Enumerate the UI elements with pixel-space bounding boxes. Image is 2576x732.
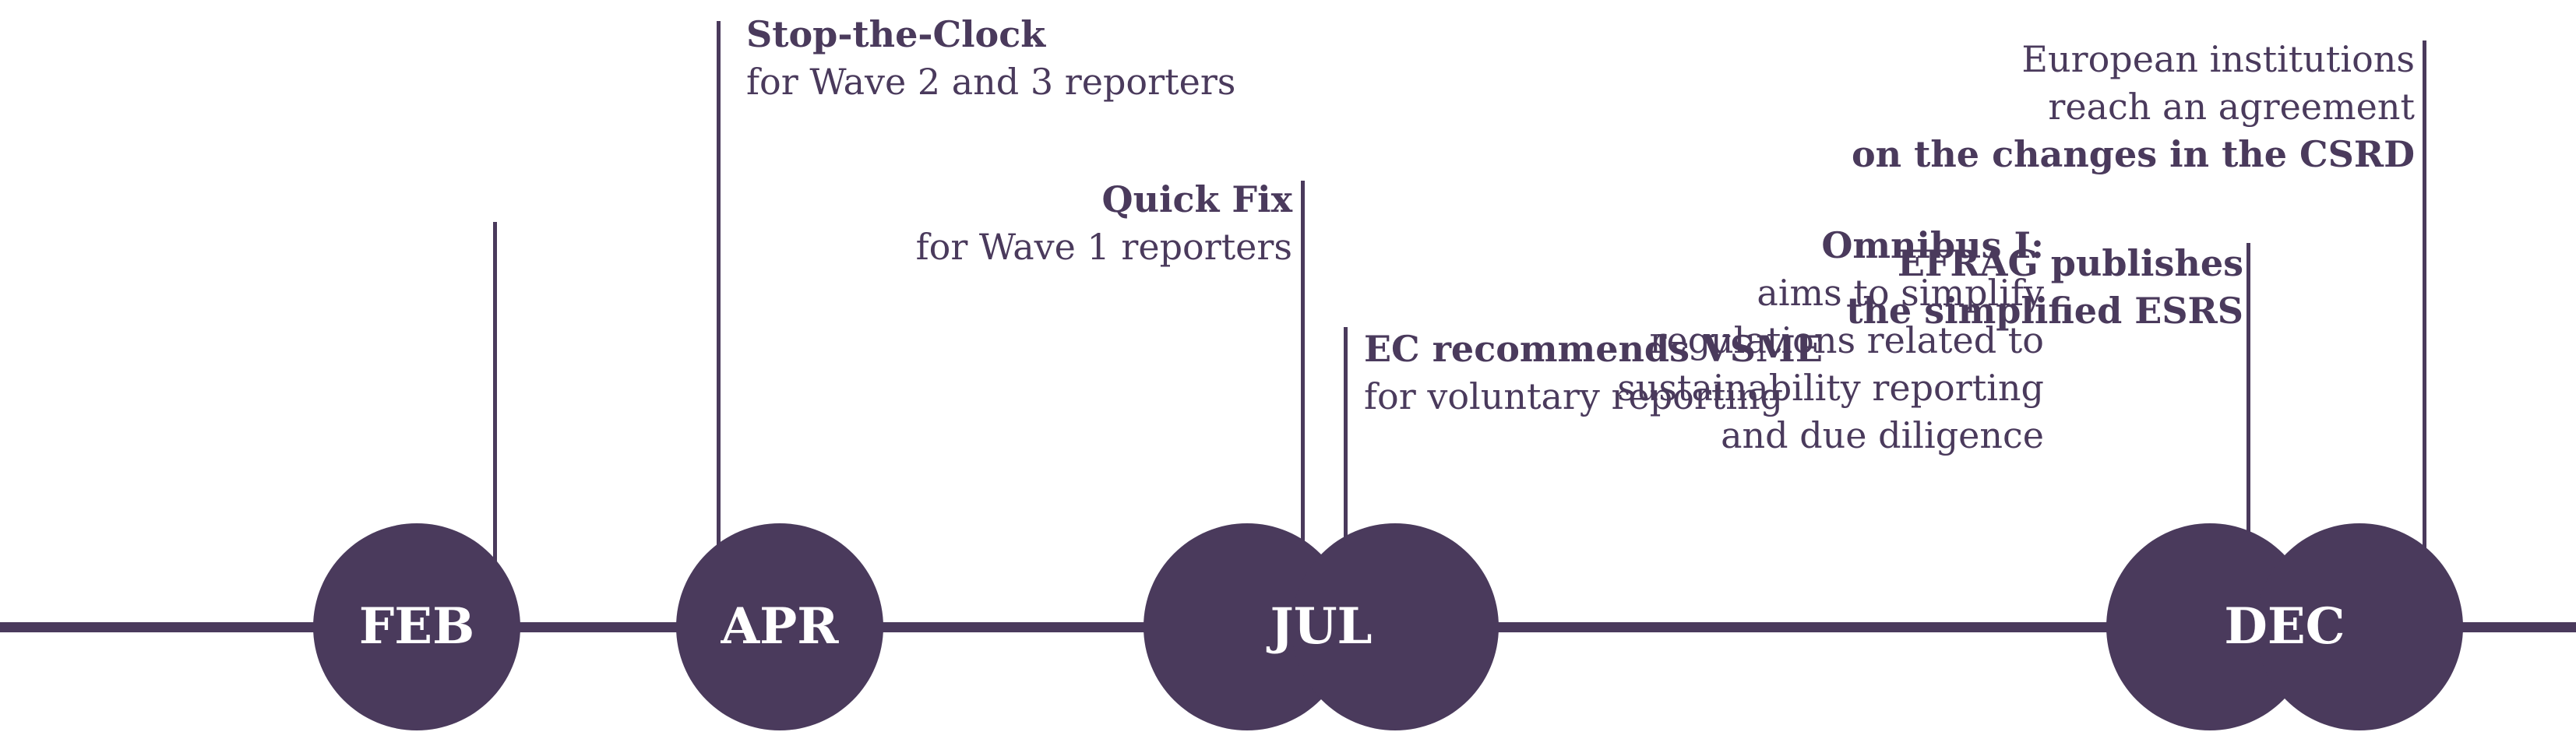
month-circle-feb <box>313 523 520 730</box>
event-quick-fix: Quick Fix for Wave 1 reporters <box>916 176 1292 271</box>
event-omnibus-title: Omnibus I: <box>1821 224 2044 266</box>
month-circle-dec-b <box>2256 523 2463 730</box>
month-circle-jul-a <box>1144 523 1351 730</box>
event-csrd-agreement-line: European institutions <box>2021 38 2415 80</box>
event-quick-fix-line: for Wave 1 reporters <box>915 226 1292 268</box>
connector-quick-fix <box>1301 181 1305 548</box>
event-csrd-agreement: European institutions reach an agreement… <box>1852 36 2415 178</box>
connector-efrag <box>2247 243 2250 547</box>
event-vsme-title: EC recommends VSME <box>1364 328 1823 370</box>
connector-vsme <box>1344 327 1348 548</box>
connector-stop-the-clock <box>717 21 721 551</box>
connector-omnibus <box>493 222 497 568</box>
event-vsme: EC recommends VSME for voluntary reporti… <box>1364 326 1823 421</box>
month-circle-dec-a <box>2106 523 2313 730</box>
event-csrd-agreement-line: reach an agreement <box>2048 86 2415 128</box>
month-label-jul: JUL <box>1270 597 1373 656</box>
event-quick-fix-title: Quick Fix <box>1101 178 1292 220</box>
month-label-feb: FEB <box>358 597 475 656</box>
event-stop-the-clock-line: for Wave 2 and 3 reporters <box>746 61 1236 103</box>
month-label-apr: APR <box>721 597 839 656</box>
event-stop-the-clock: Stop-the-Clock for Wave 2 and 3 reporter… <box>746 11 1235 106</box>
event-csrd-agreement-title: on the changes in the CSRD <box>1851 133 2415 175</box>
month-label-dec: DEC <box>2224 597 2345 656</box>
event-efrag-line: the simplified ESRS <box>1846 290 2243 332</box>
event-omnibus-line: and due diligence <box>1721 414 2044 456</box>
event-vsme-line: for voluntary reporting <box>1364 375 1784 417</box>
event-omnibus-line: aims to simplify <box>1757 272 2044 314</box>
event-efrag: EFRAG publishes the simplified ESRS <box>1846 240 2243 335</box>
connector-csrd-agreement <box>2423 40 2426 551</box>
event-efrag-title: EFRAG publishes <box>1897 242 2243 284</box>
event-omnibus-line: sustainability reporting <box>1617 367 2044 409</box>
event-omnibus-line: regulations related to <box>1649 319 2044 361</box>
event-omnibus: Omnibus I: aims to simplify regulations … <box>1617 222 2044 459</box>
month-circle-apr <box>676 523 883 730</box>
month-circle-jul-b <box>1292 523 1499 730</box>
event-stop-the-clock-title: Stop-the-Clock <box>746 13 1046 55</box>
